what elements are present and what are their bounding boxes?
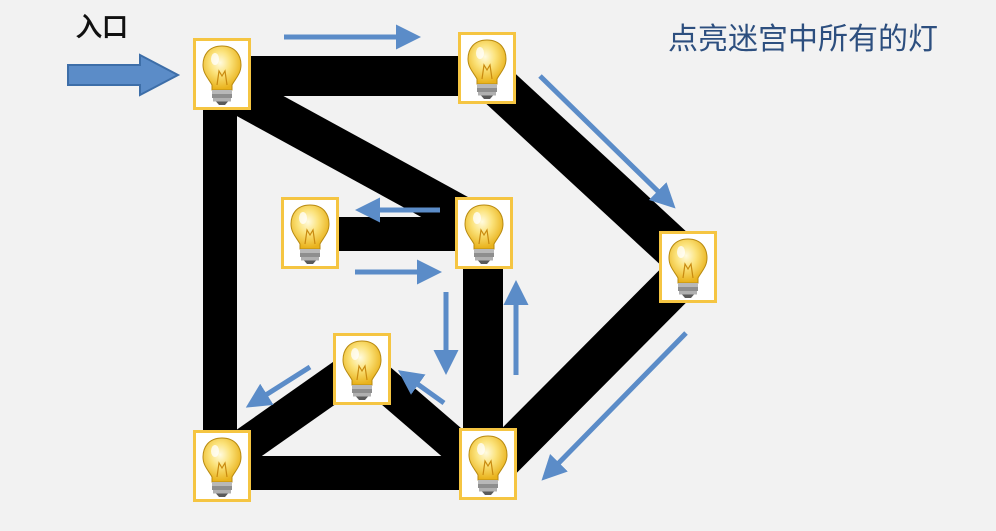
light-bulb-icon [193, 430, 251, 502]
path-upper-right [485, 72, 699, 274]
light-bulb-icon [455, 197, 513, 269]
title: 点亮迷宫中所有的灯 [668, 22, 938, 57]
light-bulb-icon [459, 428, 517, 500]
path-lower-right [485, 260, 699, 475]
light-bulb-icon [281, 197, 339, 269]
light-bulb-icon [333, 333, 391, 405]
maze-paths [203, 56, 699, 490]
arrow-lower-right [541, 331, 688, 481]
light-bulb-icon [458, 32, 516, 104]
entry-arrow [67, 53, 181, 97]
light-bulb-icon [193, 38, 251, 110]
path-diagonal-center [230, 77, 482, 240]
direction-arrows [245, 24, 688, 481]
entry-label: 入口 [76, 13, 128, 43]
arrow-to-bottom-left [245, 364, 312, 408]
arrow-to-triangle-top [397, 370, 446, 406]
arrow-upper-right [538, 74, 676, 209]
light-bulb-icon [659, 231, 717, 303]
